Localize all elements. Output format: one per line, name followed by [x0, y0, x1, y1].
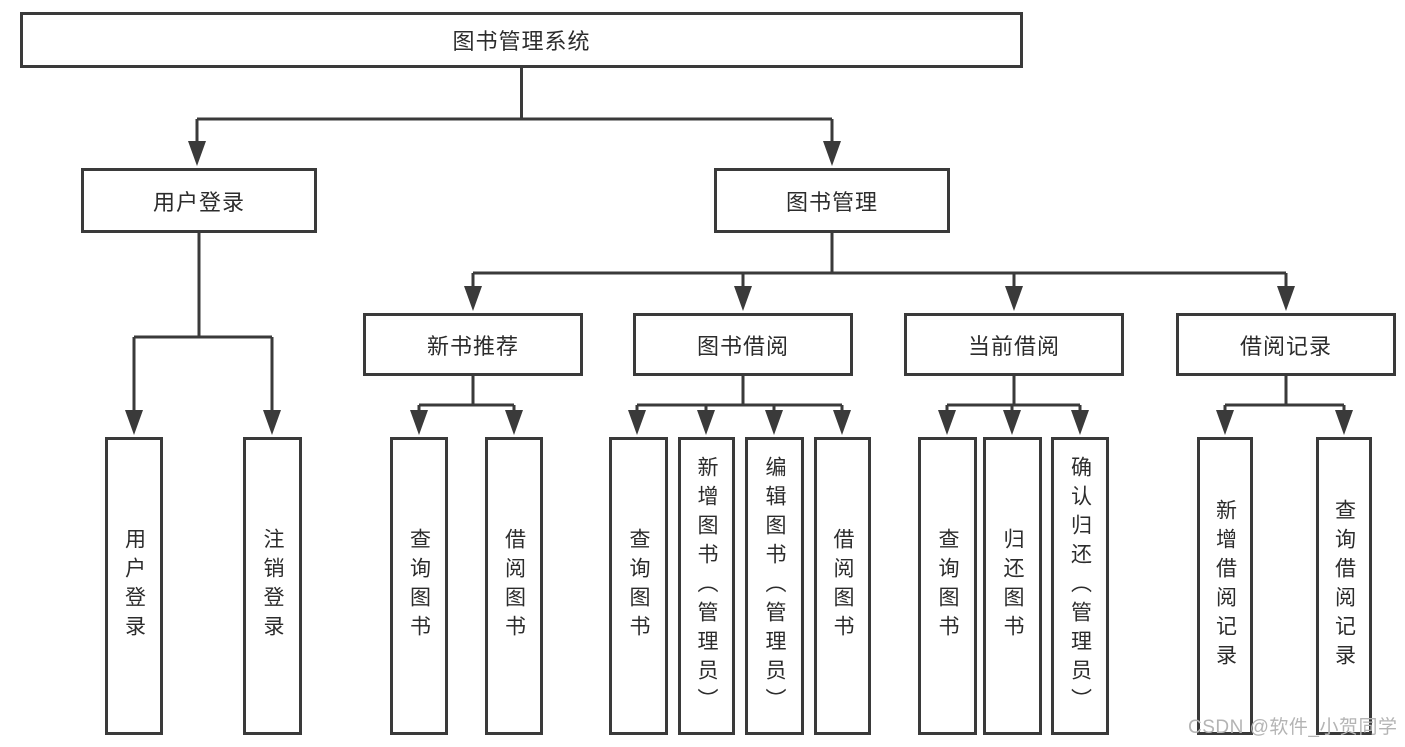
arrow-to-bb-query	[628, 410, 646, 435]
edge-user-login-split	[132, 233, 274, 413]
node-label: 新书推荐	[426, 333, 519, 359]
node-label: 归还图书	[1001, 528, 1024, 644]
node-leaf-query-books: 查询图书	[918, 437, 977, 735]
node-label: 图书管理	[785, 189, 878, 215]
arrow-to-cb-return	[1003, 410, 1021, 435]
edge-root-to-level2	[195, 68, 834, 144]
node-label: 查询图书	[936, 528, 959, 644]
node-label: 借阅图书	[831, 528, 854, 644]
arrow-to-bb-add	[697, 410, 715, 435]
node-label: 新增借阅记录	[1213, 499, 1237, 673]
node-label: 确认归还（管理员）	[1068, 455, 1092, 717]
csdn-watermark: CSDN @软件_小贺同学	[1188, 717, 1398, 738]
arrow-to-new-book	[464, 286, 482, 311]
node-leaf-borrow-books: 借阅图书	[485, 437, 543, 735]
edge-record-split	[1223, 376, 1346, 413]
edge-borrow-split	[635, 376, 844, 413]
arrow-to-nb-borrow	[505, 410, 523, 435]
arrow-to-cb-confirm	[1071, 410, 1089, 435]
node-leaf-return-books: 归还图书	[983, 437, 1042, 735]
node-label: 用户登录	[122, 528, 146, 644]
arrow-to-cb-query	[938, 410, 956, 435]
node-label: 借阅记录	[1239, 333, 1332, 359]
edge-book-mgmt-split	[471, 233, 1288, 289]
node-label: 查询图书	[407, 528, 431, 644]
node-label: 查询图书	[627, 528, 650, 644]
arrow-to-borrow	[734, 286, 752, 311]
arrow-to-book-mgmt	[823, 141, 841, 166]
node-label: 注销登录	[261, 528, 284, 644]
node-leaf-borrow-books: 借阅图书	[814, 437, 871, 735]
arrow-to-ul-login	[125, 410, 143, 435]
edge-new-book-split	[417, 376, 516, 413]
node-leaf-query-books: 查询图书	[609, 437, 668, 735]
node-leaf-confirm-return-admin: 确认归还（管理员）	[1051, 437, 1109, 735]
arrow-to-bb-edit	[765, 410, 783, 435]
node-leaf-query-books: 查询图书	[390, 437, 448, 735]
arrow-to-br-query	[1335, 410, 1353, 435]
node-label: 图书借阅	[696, 333, 789, 359]
node-new-book-recommendation: 新书推荐	[363, 313, 583, 376]
arrow-to-record	[1277, 286, 1295, 311]
node-current-borrowing: 当前借阅	[904, 313, 1124, 376]
edge-current-split	[945, 376, 1082, 413]
node-label: 当前借阅	[967, 333, 1060, 359]
node-label: 图书管理系统	[452, 29, 591, 54]
node-label: 用户登录	[152, 189, 245, 215]
node-user-login-module: 用户登录	[81, 168, 317, 233]
node-library-management-system: 图书管理系统	[20, 12, 1023, 68]
node-leaf-logout: 注销登录	[243, 437, 302, 735]
node-leaf-query-borrow-record: 查询借阅记录	[1316, 437, 1372, 735]
node-leaf-add-books-admin: 新增图书（管理员）	[678, 437, 735, 735]
node-leaf-edit-books-admin: 编辑图书（管理员）	[745, 437, 804, 735]
node-label: 借阅图书	[502, 528, 526, 644]
arrow-to-br-add	[1216, 410, 1234, 435]
arrow-to-ul-logout	[263, 410, 281, 435]
node-leaf-user-login: 用户登录	[105, 437, 163, 735]
arrow-to-nb-query	[410, 410, 428, 435]
arrow-to-bb-borrow	[833, 410, 851, 435]
arrow-to-current	[1005, 286, 1023, 311]
node-leaf-add-borrow-record: 新增借阅记录	[1197, 437, 1253, 735]
node-label: 新增图书（管理员）	[695, 455, 718, 717]
node-label: 编辑图书（管理员）	[763, 455, 786, 717]
node-book-management-module: 图书管理	[714, 168, 950, 233]
node-borrowing-records: 借阅记录	[1176, 313, 1396, 376]
node-book-borrowing: 图书借阅	[633, 313, 853, 376]
node-label: 查询借阅记录	[1332, 499, 1356, 673]
arrow-to-user-login	[188, 141, 206, 166]
